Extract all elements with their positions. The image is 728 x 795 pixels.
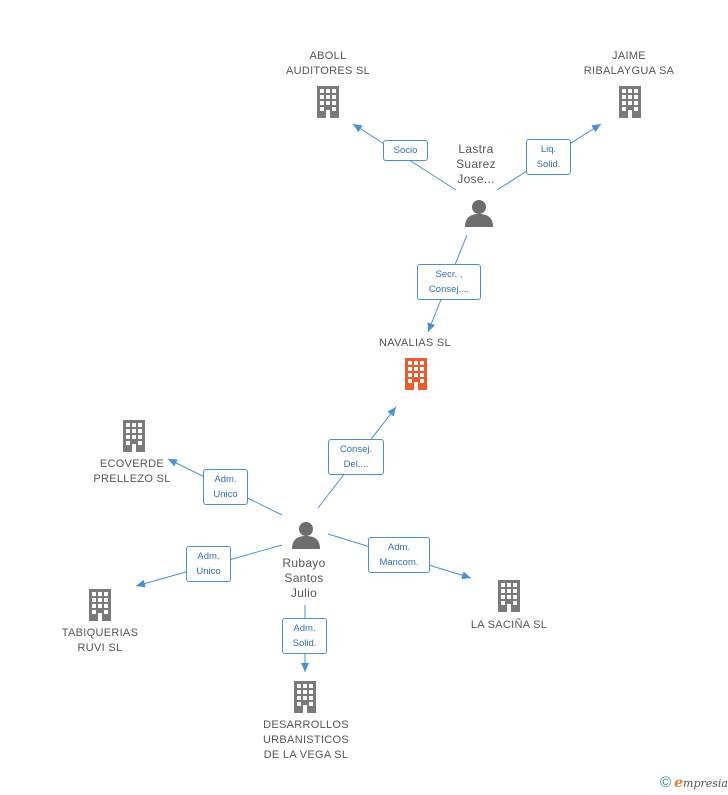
- node-label-ecoverde[interactable]: ECOVERDE PRELLEZO SL: [93, 458, 171, 485]
- edge-label-adm-solid: Adm. Solid.: [282, 618, 327, 654]
- node-label-lasacina[interactable]: LA SACIÑA SL: [470, 619, 548, 631]
- building-icon-navalias: [405, 358, 427, 390]
- edge-label-adm-unico-tabiquerias: Adm. Unico: [186, 546, 231, 582]
- copyright-icon: ©: [660, 774, 672, 791]
- edge-label-liq-solid: Liq. Solid.: [526, 139, 571, 175]
- building-icon-ecoverde: [123, 420, 145, 452]
- node-label-rubayo[interactable]: Rubayo Santos Julio: [282, 556, 326, 600]
- brand-logo: empresia: [674, 775, 728, 791]
- person-icon-lastra: [465, 200, 493, 227]
- edge-label-secr-consej: Secr. , Consej....: [417, 264, 481, 300]
- node-label-jaime[interactable]: JAIME RIBALAYGUA SA: [583, 50, 675, 77]
- node-label-tabiquerias[interactable]: TABIQUERIAS RUVI SL: [61, 627, 139, 654]
- building-icon-jaime: [619, 86, 641, 118]
- building-icon-lasacina: [498, 580, 520, 612]
- building-icon-desarrollos: [294, 681, 316, 713]
- node-label-navalias[interactable]: NAVALIAS SL: [379, 337, 451, 349]
- building-icon-tabiquerias: [89, 589, 111, 621]
- building-icon-aboll: [317, 86, 339, 118]
- edges: [135, 123, 602, 672]
- edge-label-adm-unico-ecoverde: Adm. Unico: [203, 469, 248, 505]
- node-label-aboll[interactable]: ABOLL AUDITORES SL: [285, 50, 371, 77]
- edge-label-consej-del: Consej. Del....: [328, 439, 384, 475]
- node-label-lastra[interactable]: Lastra Suarez Jose...: [456, 142, 496, 186]
- edge-label-adm-mancom: Adm. Mancom.: [368, 537, 430, 573]
- edge-label-socio: Socio: [383, 140, 428, 161]
- node-label-desarrollos[interactable]: DESARROLLOS URBANISTICOS DE LA VEGA SL: [262, 719, 350, 761]
- brand-footer[interactable]: ©empresia: [660, 774, 728, 791]
- person-icon-rubayo: [292, 522, 320, 549]
